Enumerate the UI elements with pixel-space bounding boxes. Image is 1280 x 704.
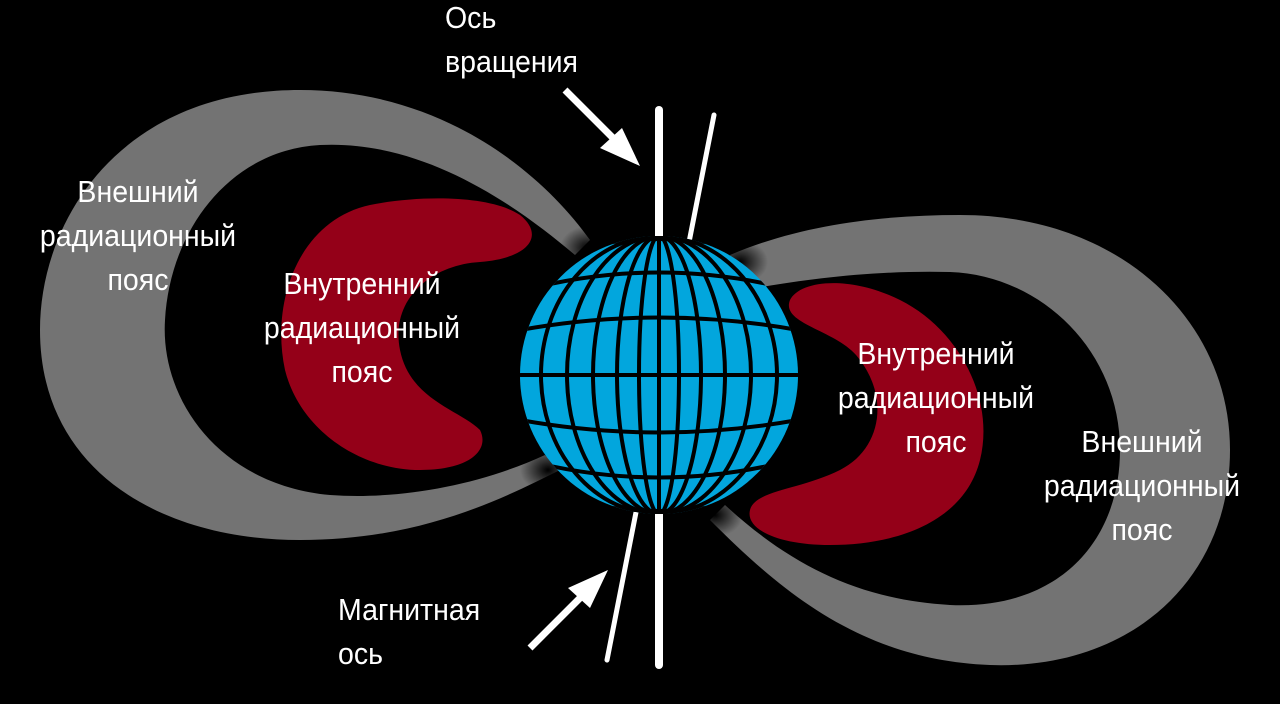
magnetic-axis-label-line2: ось (338, 636, 383, 671)
inner-belt-left-label-line1: Внутренний (283, 266, 441, 301)
outer-belt-right-label-line2: радиационный (1043, 468, 1241, 503)
outer-belt-left-label-line1: Внешний (77, 174, 199, 209)
inner-belt-right-label-line2: радиационный (837, 380, 1035, 415)
outer-belt-left-label-line2: радиационный (39, 218, 237, 253)
outer-belt-left (40, 90, 590, 540)
inner-belt-left-label-line2: радиационный (263, 310, 461, 345)
inner-belt-left (281, 198, 532, 470)
outer-belt-right-label-line3: пояс (1111, 512, 1173, 547)
outer-belt-right (710, 215, 1230, 666)
outer-belt-left-label: Внешний радиационный пояс (11, 170, 265, 302)
inner-belt-right-label: Внутренний радиационный пояс (809, 332, 1063, 464)
rotation-axis-label-line2: вращения (445, 44, 579, 79)
earth-globe (520, 236, 798, 514)
rotation-axis-label: Ось вращения (445, 0, 578, 84)
rotation-axis-arrow-icon (562, 87, 640, 166)
inner-belt-right-label-line3: пояс (905, 424, 967, 459)
inner-belt-right-label-line1: Внутренний (857, 336, 1015, 371)
inner-belt-right (749, 283, 984, 545)
rotation-axis-label-line1: Ось (445, 0, 497, 35)
outer-belt-right-label: Внешний радиационный пояс (1015, 420, 1269, 552)
outer-belt-right-label-line1: Внешний (1081, 424, 1203, 459)
outer-belt-left-label-line3: пояс (107, 262, 169, 297)
inner-belt-left-label-line3: пояс (331, 354, 393, 389)
inner-belt-left-label: Внутренний радиационный пояс (235, 262, 489, 394)
magnetic-axis-arrow-icon (527, 570, 608, 651)
magnetic-axis-label-line1: Магнитная (338, 592, 481, 627)
magnetic-axis-label: Магнитная ось (338, 588, 480, 676)
